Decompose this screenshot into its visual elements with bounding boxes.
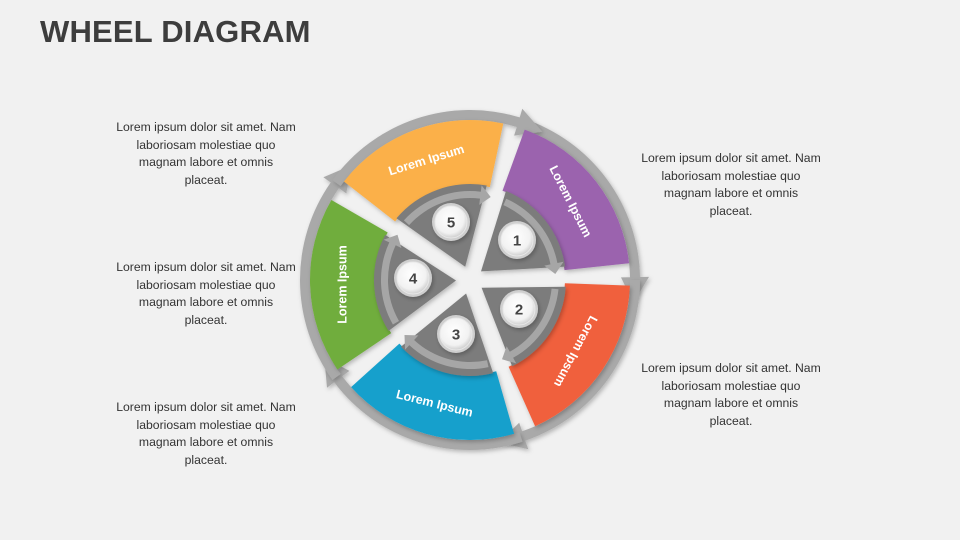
outer-arrow-3	[324, 357, 523, 451]
step-badge-3: 3	[437, 315, 475, 353]
step-number-4: 4	[409, 271, 418, 288]
outer-arrow-4	[300, 165, 352, 380]
step-number-3: 3	[452, 327, 460, 344]
step-number-2: 2	[515, 302, 523, 319]
hub-arrow-3	[404, 335, 489, 370]
step-badge-2: 2	[500, 290, 538, 328]
wheel-segment-3	[351, 343, 515, 441]
description-bottom-right: Lorem ipsum dolor sit amet. Nam laborios…	[641, 361, 821, 428]
hub-arrow-1	[503, 198, 564, 274]
step-number-1: 1	[513, 233, 521, 250]
hub-arrow-5	[403, 185, 491, 226]
wheel-segment-4	[309, 200, 392, 370]
hub-arrow-2	[502, 288, 559, 364]
hub-arrow-4	[380, 234, 402, 325]
page-title: WHEEL DIAGRAM	[40, 14, 311, 49]
description-top-left: Lorem ipsum dolor sit amet. Nam laborios…	[116, 120, 296, 187]
step-badge-5: 5	[432, 203, 470, 241]
description-middle-left: Lorem ipsum dolor sit amet. Nam laborios…	[116, 260, 296, 327]
step-badge-1: 1	[498, 221, 536, 259]
step-number-5: 5	[447, 215, 455, 232]
description-bottom-left: Lorem ipsum dolor sit amet. Nam laborios…	[116, 400, 296, 467]
wheel-segment-1	[502, 129, 630, 271]
description-top-right: Lorem ipsum dolor sit amet. Nam laborios…	[641, 151, 821, 218]
wheel-segment-5	[343, 119, 504, 222]
wheel-segment-2	[508, 283, 630, 427]
outer-arrow-5	[332, 108, 543, 186]
segment-label-4: Lorem Ipsum	[336, 245, 350, 324]
step-badge-4: 4	[394, 259, 432, 297]
